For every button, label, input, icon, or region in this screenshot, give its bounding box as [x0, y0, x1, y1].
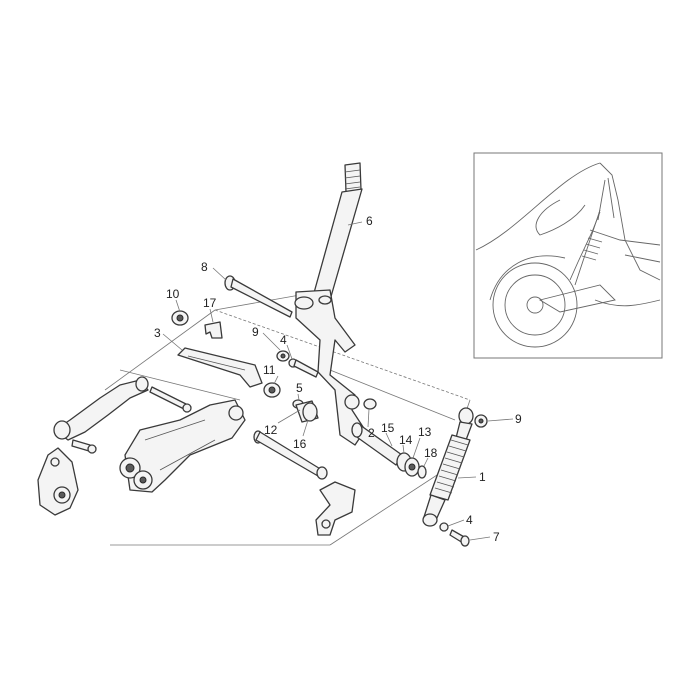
callout-13: 13 [418, 425, 432, 439]
long-bolt [224, 275, 293, 318]
ring-18 [417, 465, 427, 479]
callout-14: 14 [399, 433, 413, 447]
scooter-inset [473, 152, 663, 359]
callout-5: 5 [296, 381, 303, 395]
callout-7: 7 [493, 530, 500, 544]
callout-2: 2 [368, 426, 375, 440]
callout-12: 12 [264, 423, 278, 437]
assembly-guide-lines [104, 294, 471, 546]
callout-9b: 9 [515, 412, 522, 426]
bush-2 [363, 398, 377, 410]
callout-leaders [162, 221, 514, 541]
callout-11: 11 [263, 363, 276, 377]
bracket-plate [177, 347, 263, 388]
swing-arm-pin [253, 430, 328, 480]
inset-frame [473, 152, 663, 359]
swing-arm [119, 399, 246, 493]
shock-absorber [422, 407, 474, 527]
callout-4b: 4 [466, 513, 473, 527]
callout-8: 8 [201, 260, 208, 274]
mount-bracket [37, 447, 79, 516]
callout-18: 18 [424, 446, 438, 460]
lower-plate [315, 481, 356, 536]
axle-stack [351, 398, 427, 479]
clip-17 [204, 321, 223, 339]
callout-16: 16 [293, 437, 307, 451]
callout-3: 3 [154, 326, 161, 340]
curved-link [53, 376, 192, 454]
callout-1: 1 [479, 470, 486, 484]
callout-15: 15 [381, 421, 395, 435]
callout-17: 17 [203, 296, 217, 310]
callout-6: 6 [366, 214, 373, 228]
scooter-sketch [475, 162, 661, 348]
callout-10: 10 [166, 287, 180, 301]
washer-4b [439, 522, 449, 532]
callout-4: 4 [280, 333, 287, 347]
pin [293, 359, 319, 378]
shock-hardware [439, 414, 488, 547]
callout-labels: 6 8 10 17 3 9 4 11 5 12 16 2 15 14 13 18… [154, 214, 522, 544]
nut-10 [171, 310, 189, 326]
steering-column [294, 162, 366, 446]
callout-9: 9 [252, 325, 259, 339]
small-hardware [263, 350, 319, 423]
